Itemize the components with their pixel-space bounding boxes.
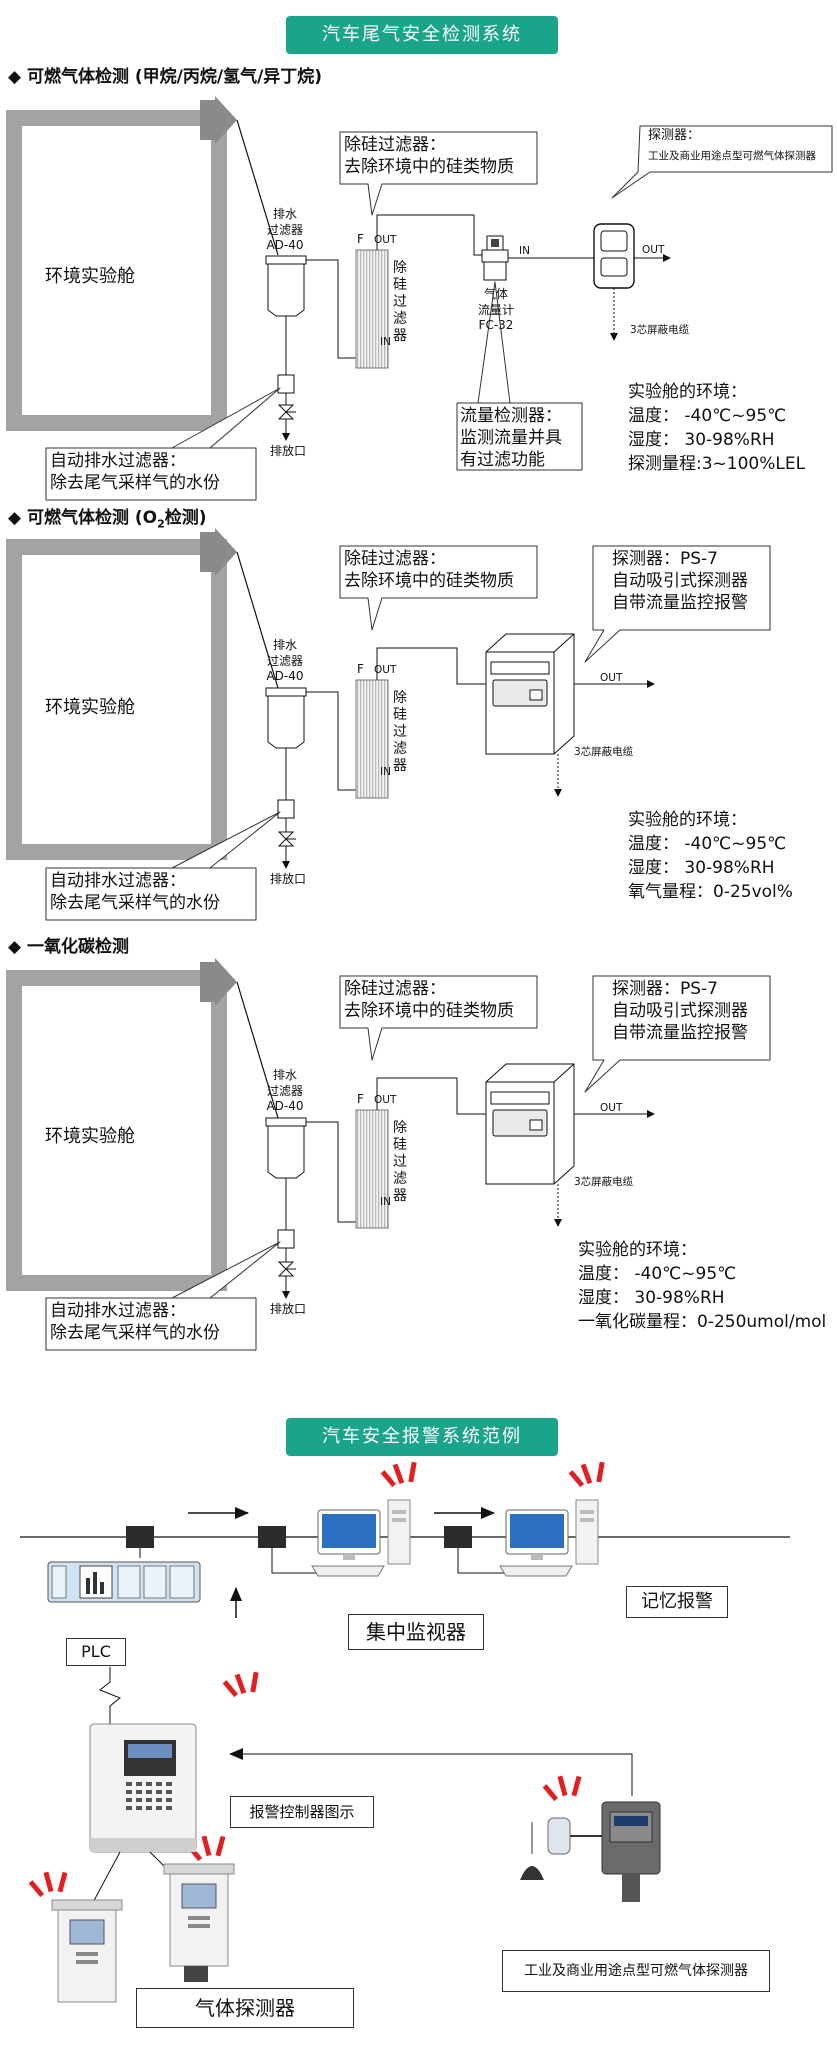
gas-detector-2	[163, 1863, 235, 1982]
industrial-detector	[520, 1801, 661, 1902]
central-monitor-label: 集中监视器	[348, 1614, 484, 1650]
silicon-filter-vertical-label-3: 除硅过滤器	[393, 1120, 407, 1204]
port-f-3: F	[357, 1092, 364, 1106]
section2-diagram	[6, 528, 655, 869]
section2-heading: ◆ 可燃气体检测 (O2检测)	[8, 508, 207, 531]
silicon-filter-2	[355, 679, 389, 799]
gas-detector-label: 气体探测器	[136, 1988, 354, 2028]
port-in-1: IN	[380, 336, 391, 348]
memory-alarm-label: 记忆报警	[626, 1586, 728, 1618]
detector-bubble-text-1: 工业及商业用途点型可燃气体探测器	[648, 150, 816, 162]
detector-out-label-1: OUT	[642, 244, 665, 256]
cable-label-3: 3芯屏蔽电缆	[574, 1176, 634, 1188]
silicon-bubble-1	[339, 131, 538, 216]
ps7-out-label-3: OUT	[600, 1102, 623, 1114]
gas-detector-1	[51, 1899, 123, 2003]
silicon-bubble-3	[339, 975, 538, 1061]
port-out-1: OUT	[374, 234, 397, 246]
plc-label: PLC	[66, 1638, 126, 1666]
port-f-2: F	[357, 662, 364, 676]
silicon-bubble-text-2: 除硅过滤器：去除环境中的硅类物质	[344, 549, 514, 592]
drain-bubble-text-2: 自动排水过滤器：除去尾气采样气的水份	[50, 871, 220, 914]
ps7-bubble-2	[584, 545, 771, 663]
flow-in-label: IN	[519, 245, 530, 257]
drain-bubble-text-1: 自动排水过滤器：除去尾气采样气的水份	[50, 451, 220, 494]
hub-2	[258, 1526, 286, 1548]
cable-label-1: 3芯屏蔽电缆	[630, 324, 690, 336]
silicon-bubble-text-1: 除硅过滤器：去除环境中的硅类物质	[344, 135, 514, 178]
drain-outlet-1: 排放口	[270, 444, 307, 458]
drain-outlet-3: 排放口	[270, 1302, 307, 1316]
section3-heading: ◆ 一氧化碳检测	[8, 937, 129, 957]
hub-3	[444, 1526, 472, 1548]
port-out-3: OUT	[374, 1094, 397, 1106]
drain-filter-1	[265, 255, 307, 265]
ps7-out-label-2: OUT	[600, 672, 623, 684]
section1-heading: ◆ 可燃气体检测 (甲烷/丙烷/氢气/异丁烷)	[8, 67, 323, 87]
exhaust-arrow-3	[200, 958, 237, 1006]
silicon-filter-3	[355, 1109, 389, 1229]
silicon-filter-1	[355, 249, 389, 369]
silicon-bubble-text-3: 除硅过滤器：去除环境中的硅类物质	[344, 979, 514, 1022]
flow-bubble	[456, 281, 583, 471]
exhaust-arrow-2	[200, 528, 237, 576]
section1-diagram	[6, 96, 671, 441]
cable-label-2: 3芯屏蔽电缆	[574, 746, 634, 758]
silicon-filter-vertical-label-1: 除硅过滤器	[393, 260, 407, 344]
port-f-1: F	[357, 232, 364, 246]
test-chamber-3	[6, 970, 227, 1291]
drain-filter-3	[265, 1117, 307, 1127]
main-title-pill: 汽车尾气安全检测系统	[286, 16, 558, 54]
silicon-filter-vertical-label-2: 除硅过滤器	[393, 690, 407, 774]
drain-bubble-1	[45, 387, 281, 501]
alarm-rays	[28, 1461, 605, 1898]
drain-outlet-2: 排放口	[270, 872, 307, 886]
computer-1	[311, 1499, 411, 1577]
flow-bubble-text: 流量检测器：监测流量并具有过滤功能	[460, 406, 562, 471]
test-chamber-1	[6, 110, 227, 431]
alarm-network	[20, 1461, 790, 2003]
detector-bubble-1	[611, 125, 833, 199]
detector-bubble-title-1: 探测器：	[648, 128, 701, 143]
drain-filter-2	[265, 687, 307, 697]
computer-2	[499, 1499, 599, 1577]
ps7-bubble-3	[584, 975, 771, 1093]
drain-bubble-2	[45, 811, 281, 921]
room-label-3: 环境实验舱	[45, 1126, 135, 1147]
exhaust-arrow-1	[200, 96, 237, 144]
drain-bubble-text-3: 自动排水过滤器：除去尾气采样气的水份	[50, 1301, 220, 1344]
section3-diagram	[6, 958, 655, 1299]
alarm-controller	[89, 1723, 197, 1853]
test-chamber-2	[6, 539, 227, 860]
industrial-detector-label: 工业及商业用途点型可燃气体探测器	[502, 1950, 770, 1992]
silicon-bubble-2	[339, 545, 538, 631]
port-in-2: IN	[380, 766, 391, 778]
controller-label: 报警控制器图示	[230, 1796, 374, 1828]
alarm-title-pill: 汽车安全报警系统范例	[286, 1418, 558, 1456]
drain-bubble-3	[45, 1241, 281, 1351]
hub-1	[126, 1526, 154, 1548]
room-label-2: 环境实验舱	[45, 697, 135, 718]
room-label-1: 环境实验舱	[45, 266, 135, 287]
port-out-2: OUT	[374, 664, 397, 676]
port-in-3: IN	[380, 1196, 391, 1208]
